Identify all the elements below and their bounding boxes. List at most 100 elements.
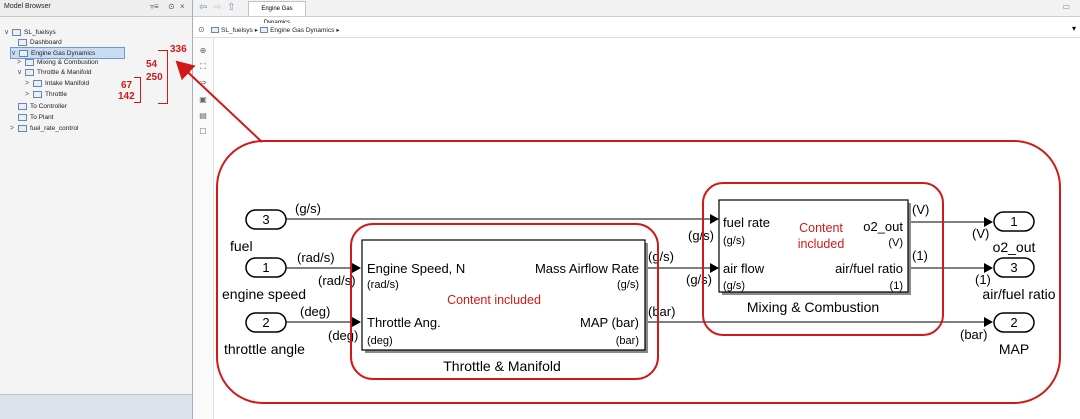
subsystem-icon [18, 113, 27, 121]
image-icon[interactable]: ▤ [199, 111, 207, 120]
outport-number: 3 [1010, 260, 1017, 275]
port-label: Throttle Ang. [367, 315, 441, 330]
outport-number: 1 [1010, 214, 1017, 229]
highlight-mixing-combustion [702, 182, 944, 336]
back-arrow-icon[interactable]: ⇦ [199, 2, 208, 13]
fit-view-icon[interactable]: ⛶ [200, 62, 206, 71]
tree-item-label: Dashboard [30, 38, 62, 46]
port-unit: (deg) [367, 335, 393, 347]
content-included-label: included [798, 237, 845, 251]
signal-label: (bar) [648, 304, 675, 319]
port-label: fuel rate [723, 215, 770, 230]
port-label: MAP (bar) [580, 315, 639, 330]
port-label: o2_out [863, 219, 903, 234]
breadcrumb-item[interactable]: SL_fuelsys [221, 26, 253, 34]
tree-item-label: Engine Gas Dynamics [31, 49, 96, 57]
tree-item-dashboard[interactable]: Dashboard [18, 37, 62, 47]
menu-icon[interactable]: ▭ [1062, 2, 1070, 11]
signal-label: (g/s) [688, 228, 714, 243]
count-throttle: 142 [118, 91, 135, 102]
port-unit: (g/s) [617, 279, 639, 291]
signal-label: (deg) [328, 328, 358, 343]
port-unit: (g/s) [723, 280, 745, 292]
signal-label: (g/s) [295, 201, 321, 216]
outport-o2-out[interactable] [993, 211, 1035, 232]
subsystem-icon [18, 38, 27, 46]
outport-label: air/fuel ratio [982, 286, 1055, 302]
chevron-right-icon: ▸ [254, 27, 259, 34]
subsystem-icon [19, 49, 28, 57]
chevron-right-icon[interactable]: > [25, 79, 30, 87]
tree-item-to-controller[interactable]: To Controller [18, 101, 67, 111]
signal-label: (V) [972, 226, 989, 241]
editor-toolbar: ⇦ ⇨ ⇧ ▭ [193, 0, 1080, 17]
mixing-combustion-block[interactable] [718, 199, 909, 293]
model-browser-title: Model Browser [4, 3, 51, 10]
hide-icon[interactable]: ⊙ [198, 25, 205, 34]
port-label: air/fuel ratio [835, 261, 903, 276]
close-icon[interactable]: × [180, 2, 185, 11]
count-total: 336 [170, 44, 187, 55]
signal-label: (bar) [960, 327, 987, 342]
tree-item-label: fuel_rate_control [30, 124, 79, 132]
options-icon[interactable]: ⊙ [168, 2, 175, 11]
tree-item-sl-fuelsys[interactable]: ∨ SL_fuelsys [4, 27, 56, 37]
chevron-down-icon[interactable]: ∨ [17, 69, 23, 76]
tree-item-intake-manifold[interactable]: > Intake Manifold [25, 78, 89, 88]
subsystem-icon [25, 58, 34, 66]
tree-item-engine-gas-dynamics[interactable]: ∨ Engine Gas Dynamics [10, 47, 125, 59]
collapse-icon[interactable]: ▿≡ [150, 2, 159, 11]
tree-item-label: Mixing & Combustion [37, 58, 99, 66]
throttle-manifold-block[interactable] [361, 239, 646, 351]
tree-item-label: To Plant [30, 113, 54, 121]
count-throttle-manifold: 250 [146, 72, 163, 83]
signal-label: (rad/s) [297, 250, 335, 265]
arrow-icon[interactable]: ⇒ [199, 78, 207, 87]
area-icon[interactable]: ☐ [199, 127, 207, 136]
model-browser-header: Model Browser ▿≡ ⊙ × [0, 0, 192, 17]
signal-label: (1) [912, 248, 928, 263]
inport-number: 3 [262, 212, 269, 227]
tree-item-throttle-manifold[interactable]: ∨ Throttle & Manifold [17, 67, 92, 77]
dropdown-icon[interactable]: ▾ [1071, 24, 1076, 33]
signal-label: (rad/s) [318, 273, 356, 288]
subsystem-icon [18, 102, 27, 110]
outport-map[interactable] [993, 312, 1035, 333]
breadcrumb-item[interactable]: Engine Gas Dynamics [270, 26, 335, 34]
tree-item-mixing-combustion[interactable]: > Mixing & Combustion [17, 57, 98, 67]
port-unit: (1) [890, 280, 903, 292]
highlight-region [216, 140, 1061, 404]
outport-number: 2 [1010, 315, 1017, 330]
tree-item-label: Throttle [45, 90, 68, 98]
signal-label: (g/s) [686, 272, 712, 287]
chevron-down-icon[interactable]: ∨ [11, 50, 17, 57]
zoom-icon[interactable]: ⊕ [199, 46, 207, 55]
tree-item-throttle[interactable]: > Throttle [25, 89, 67, 99]
chevron-down-icon[interactable]: ∨ [4, 29, 10, 36]
content-included-label: Content included [447, 293, 541, 307]
tree-item-label: To Controller [30, 102, 67, 110]
signal-label: (deg) [300, 304, 330, 319]
block-title: Throttle & Manifold [443, 358, 561, 374]
chevron-right-icon[interactable]: > [25, 90, 30, 98]
chevron-right-icon[interactable]: > [17, 58, 22, 66]
tree-item-label: SL_fuelsys [24, 28, 56, 36]
highlight-throttle-manifold [350, 223, 659, 380]
port-unit: (rad/s) [367, 279, 399, 291]
up-arrow-icon[interactable]: ⇧ [227, 2, 236, 13]
block-title: Mixing & Combustion [747, 299, 879, 315]
outport-air-fuel-ratio[interactable] [993, 257, 1035, 278]
forward-arrow-icon[interactable]: ⇨ [213, 2, 222, 13]
inport-label: fuel [230, 238, 253, 254]
tree-item-to-plant[interactable]: To Plant [18, 112, 54, 122]
chevron-right-icon[interactable]: > [10, 124, 15, 132]
model-icon [211, 27, 219, 33]
subsystem-icon [18, 124, 27, 132]
subsystem-icon [33, 90, 42, 98]
inport-label: throttle angle [224, 341, 305, 357]
tree-item-fuel-rate-control[interactable]: > fuel_rate_control [10, 123, 78, 133]
highlight-arrow [175, 60, 263, 143]
annotation-icon[interactable]: ▣ [199, 95, 207, 104]
signal-label: (1) [975, 272, 991, 287]
